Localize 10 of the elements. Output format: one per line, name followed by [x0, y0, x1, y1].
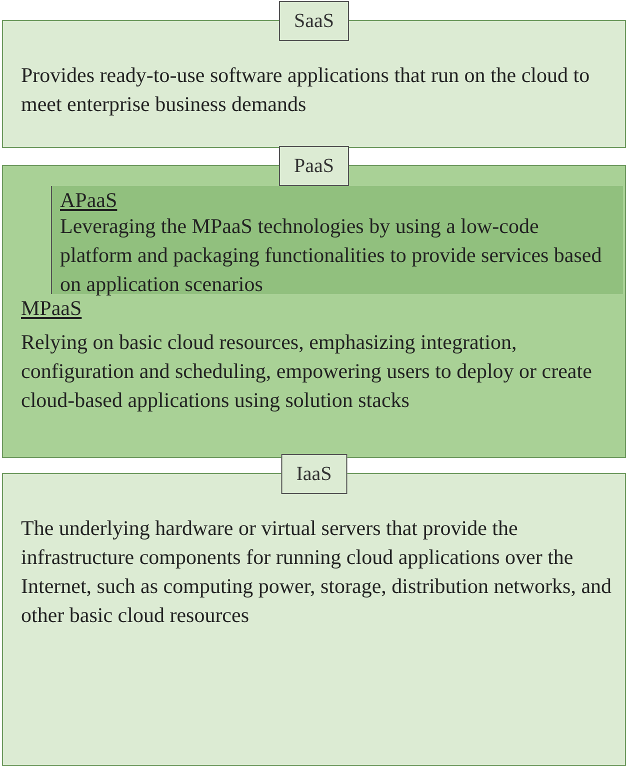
description: Provides ready-to-use software applications that run on the cloud to meet enterprise business demands	[21, 62, 591, 118]
heading: APaaS	[60, 188, 118, 212]
description: Relying on basic cloud resources, emphasizing integration, configuration and scheduling, empowering users to deploy or create cloud-based applications using solution stacks	[21, 329, 593, 414]
heading: MPaaS	[21, 296, 82, 320]
inner-panel	[51, 186, 623, 294]
title-tab: SaaS	[279, 1, 349, 41]
description: Leveraging the MPaaS technologies by using a low-code platform and packaging functionalities to provide services based on application scenarios	[60, 213, 603, 298]
description: The underlying hardware or virtual servers that provide the infrastructure components for running cloud applications over the Internet, such as computing power, storage, distribution networks, and other basic cloud resources	[21, 515, 613, 629]
title-tab: PaaS	[279, 146, 349, 186]
title-tab: IaaS	[281, 454, 347, 494]
